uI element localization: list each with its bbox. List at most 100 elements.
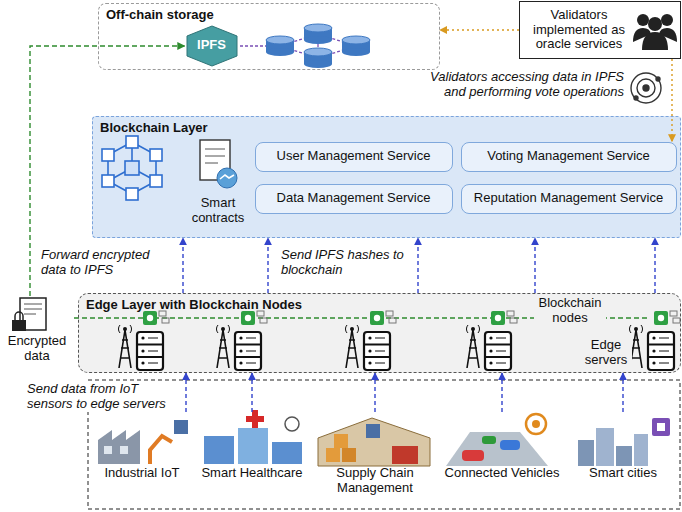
edge-server-icon [364, 332, 390, 370]
industrial-iot-picture [120, 446, 128, 454]
oracle-icon [634, 96, 638, 100]
city-picture [634, 434, 648, 466]
database-network [240, 24, 370, 68]
encrypted-data-icon [12, 298, 46, 331]
encrypted-data-icon [24, 304, 42, 314]
warehouse-picture [342, 448, 356, 462]
city-picture [616, 446, 632, 466]
vehicles-picture [500, 440, 520, 450]
flow-arrow [654, 238, 655, 293]
contract-icon [220, 175, 234, 179]
flow-arrow [185, 373, 186, 412]
vehicles-picture [532, 420, 540, 428]
flow-arrow [267, 238, 268, 293]
layer-box: Blockchain LayerUser Management Service V… [92, 116, 681, 238]
blockchain-icon [102, 175, 114, 187]
application-box: Smart Healthcare [196, 412, 308, 507]
oracle-icon [643, 85, 649, 91]
edge-server-icon [491, 311, 517, 325]
application-box: Smart cities [568, 412, 678, 507]
edge-server-icon [345, 325, 358, 368]
contract-icon [205, 149, 225, 163]
application-box: Industrial IoT [92, 412, 192, 507]
node-text: Validators implemented as oracle service… [526, 8, 632, 53]
industrial-iot-picture [98, 420, 188, 464]
warehouse-picture [334, 434, 348, 448]
service-box: User Management Service [255, 142, 453, 172]
database-network [266, 36, 294, 56]
data-icon-box: Encrypted data [0, 296, 74, 364]
edge-server-icon [466, 325, 479, 368]
layer-fill [92, 116, 681, 238]
encrypted-data-icon [12, 320, 26, 331]
city-picture [652, 418, 670, 436]
annotation-label: Validators accessing data in IPFS and pe… [410, 70, 625, 100]
database-network [304, 24, 332, 44]
node-text: Voting Management Service [487, 149, 650, 164]
node-text: Data Management Service [277, 191, 431, 206]
layer-fill [78, 293, 681, 373]
blockchain-icon [102, 149, 114, 161]
healthcare-picture [238, 428, 268, 464]
edge-server-icon [143, 311, 169, 325]
edge-server-icon [648, 332, 674, 370]
edge-server-icon [654, 311, 680, 325]
industrial-iot-picture [150, 436, 172, 464]
edge-server-icon [216, 325, 229, 368]
blockchain-icon [125, 161, 139, 175]
city-picture [578, 440, 594, 466]
annotation-label: Send IPFS hashes to blockchain [280, 248, 408, 278]
edge-server-icon [235, 332, 261, 370]
warehouse-picture [392, 446, 418, 464]
ipfs-icon: IPFS [185, 25, 239, 67]
node-text: Connected Vehicles [440, 466, 564, 481]
oracle-icon [631, 73, 661, 103]
service-box: Reputation Management Service [461, 184, 677, 214]
layer-title: Blockchain Layer [93, 117, 680, 140]
application-box: Supply Chain Management [314, 412, 436, 507]
flow-arrow [374, 373, 375, 412]
flow-arrow [182, 238, 183, 293]
warehouse-picture [366, 424, 380, 438]
blockchain-icon [150, 149, 162, 161]
blockchain-icon [150, 175, 162, 187]
annotation-label: Blockchain nodes [534, 296, 606, 326]
blockchain-icon [108, 142, 156, 194]
healthcare-picture [204, 410, 302, 464]
flow-arrow [501, 373, 502, 412]
vehicles-picture [526, 414, 546, 434]
flow-arrow [671, 59, 672, 142]
node-text: IPFS [197, 38, 226, 53]
encrypted-data-icon [15, 312, 23, 320]
edge-server-icon [137, 332, 163, 370]
node-text: Smart cities [568, 466, 678, 481]
city-picture [578, 418, 670, 466]
blockchain-icon [102, 136, 162, 200]
industrial-iot-picture [104, 446, 112, 454]
validator-box: Validators implemented as oracle service… [519, 1, 681, 59]
warehouse-picture [318, 418, 430, 466]
database-network [240, 34, 356, 58]
city-picture [596, 428, 614, 466]
service-box: Data Management Service [255, 184, 453, 214]
node-text: Encrypted data [0, 334, 74, 364]
node-text: Reputation Management Service [474, 191, 663, 206]
service-box: Voting Management Service [461, 142, 677, 172]
flow-arrow [622, 373, 623, 412]
city-picture [657, 423, 665, 431]
warehouse-picture [326, 448, 340, 462]
vehicles-picture [446, 432, 548, 466]
industrial-iot-picture [98, 430, 140, 464]
healthcare-picture [204, 436, 234, 464]
edge-server-icon [485, 332, 511, 370]
database-network [342, 36, 370, 56]
annotation-label: Smart contracts [186, 196, 250, 226]
flow-arrow [534, 238, 535, 293]
people-icon [648, 17, 662, 31]
blockchain-icon [126, 188, 138, 200]
contract-icon [217, 168, 237, 188]
healthcare-picture [246, 410, 264, 428]
node-text: Supply Chain Management [314, 466, 436, 496]
people-icon [661, 14, 673, 26]
